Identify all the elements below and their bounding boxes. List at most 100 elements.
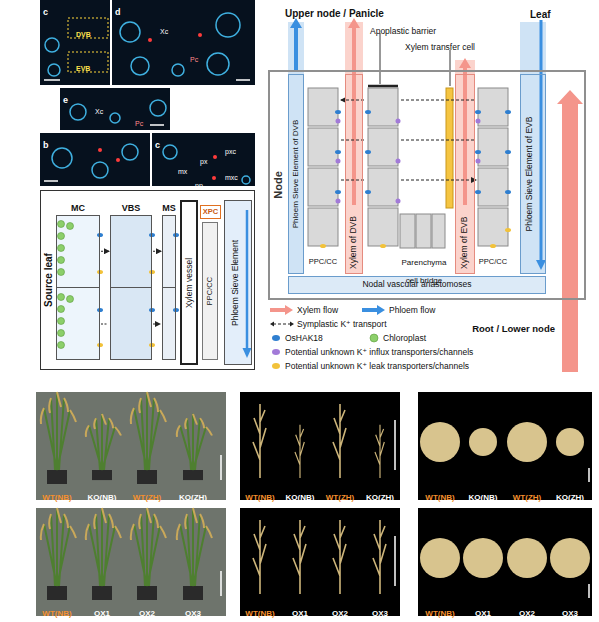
text-label: b bbox=[43, 140, 49, 150]
legend-swatch bbox=[368, 333, 380, 343]
label-frame: WT(NB) bbox=[245, 602, 274, 620]
legend-arrow bbox=[270, 305, 293, 315]
text-label: OX1 bbox=[475, 609, 491, 618]
text-label: KO(ZH) bbox=[179, 493, 207, 502]
text-frame: XPC bbox=[201, 206, 220, 218]
label-frame: mxc bbox=[225, 166, 238, 184]
node-label: MS bbox=[162, 204, 176, 214]
photo-ground bbox=[418, 392, 592, 500]
label-frame: c bbox=[43, 1, 48, 19]
legend-item: Symplastic K⁺ transport bbox=[270, 318, 387, 330]
text-label: WT(NB) bbox=[425, 493, 454, 502]
node-label: Source leaf bbox=[43, 253, 54, 307]
stain-dot bbox=[213, 155, 217, 159]
cell-label-box: PPC/CC bbox=[476, 252, 510, 272]
text-label: OX2 bbox=[519, 609, 535, 618]
transporter-icon bbox=[149, 233, 155, 237]
text-label: OX3 bbox=[185, 609, 201, 618]
transporter-icon bbox=[476, 159, 481, 164]
micrograph bbox=[40, 0, 110, 85]
label-frame: KO(NB) bbox=[469, 486, 498, 504]
transporter-icon bbox=[173, 308, 179, 312]
legend-item: Xylem flow bbox=[270, 304, 338, 316]
cell bbox=[368, 168, 398, 206]
connector bbox=[101, 251, 109, 252]
node-label: PPC/CC bbox=[206, 277, 214, 305]
legend-dot bbox=[370, 334, 378, 342]
panicle bbox=[375, 425, 384, 478]
text-label: Pc bbox=[190, 56, 198, 63]
node-label: Xylem vessel bbox=[184, 257, 193, 307]
transporter-icon bbox=[336, 199, 341, 204]
text-label: Xc bbox=[95, 108, 103, 115]
cell-walls bbox=[45, 13, 250, 184]
xylem-fill bbox=[345, 22, 363, 274]
phloem-flow-head bbox=[243, 348, 252, 358]
node-label: Phloem Sieve Element of EVB bbox=[525, 117, 534, 232]
rice-plant bbox=[86, 508, 121, 600]
legend-item: Phloem flow bbox=[362, 304, 435, 316]
scale-bars bbox=[221, 420, 589, 598]
cell bbox=[478, 128, 508, 166]
legend-text: Symplastic K⁺ transport bbox=[297, 319, 387, 329]
legend-swatch bbox=[270, 305, 294, 315]
bridge-cell bbox=[432, 214, 445, 248]
panicle bbox=[333, 404, 346, 478]
text-label: WT(NB) bbox=[42, 609, 71, 618]
chloroplast bbox=[67, 296, 74, 303]
text-label: c bbox=[43, 7, 48, 17]
legend-swatch bbox=[270, 347, 282, 357]
label-frame: pp bbox=[195, 174, 203, 192]
legend-text: OsHAK18 bbox=[285, 333, 323, 343]
label-frame: OX2 bbox=[519, 602, 535, 620]
label-frame: Apoplastic barrier bbox=[370, 20, 436, 38]
chloroplast bbox=[58, 257, 65, 264]
zoom-box bbox=[68, 18, 108, 38]
panicle bbox=[373, 520, 386, 594]
panicle bbox=[293, 520, 306, 594]
chloroplast bbox=[58, 342, 65, 349]
text-label: e bbox=[63, 95, 68, 105]
legend-dash bbox=[273, 324, 291, 325]
sieve-tube: Phloem Sieve Element of EVB bbox=[520, 74, 546, 274]
micrograph bbox=[112, 0, 255, 85]
photo-ground bbox=[36, 392, 226, 500]
cell-column: PPC/CC bbox=[202, 222, 218, 360]
transporter-icon bbox=[380, 244, 386, 248]
leak-icons bbox=[97, 270, 155, 347]
micrograph bbox=[152, 133, 255, 186]
stain-dot bbox=[116, 158, 120, 162]
seed-pile bbox=[550, 538, 590, 578]
label-frame: WT(ZH) bbox=[513, 486, 541, 504]
cell bbox=[368, 88, 398, 126]
cell bbox=[368, 128, 398, 166]
xylem-flow-head bbox=[459, 58, 471, 68]
transporter-icon bbox=[97, 270, 103, 274]
text-frame: Node bbox=[270, 72, 286, 298]
cell bbox=[368, 208, 398, 246]
text-frame: Xylem of EVB bbox=[456, 75, 474, 273]
label-frame: WT(NB) bbox=[42, 602, 71, 620]
text-label: WT(NB) bbox=[245, 493, 274, 502]
cell bbox=[308, 128, 338, 166]
transporter-icon bbox=[336, 119, 341, 124]
sieve-tube: Phloem Sieve Element bbox=[224, 200, 252, 365]
legend-item: Chloroplast bbox=[368, 332, 426, 344]
label-frame: Pc bbox=[135, 112, 143, 130]
label-frame: OX1 bbox=[94, 602, 110, 620]
zoom-box bbox=[68, 52, 108, 72]
node-label: Xylem of EVB bbox=[460, 217, 469, 269]
label-frame: KO(ZH) bbox=[179, 486, 207, 504]
label-frame: OX3 bbox=[185, 602, 201, 620]
label-frame: px bbox=[200, 150, 207, 168]
cell-wall bbox=[52, 148, 72, 168]
xylem-flow-head bbox=[348, 18, 360, 28]
text-label: OX3 bbox=[372, 609, 388, 618]
label-frame: WT(NB) bbox=[425, 602, 454, 620]
sieve-fill bbox=[224, 200, 252, 365]
label-frame: OX2 bbox=[332, 602, 348, 620]
cell-dividers bbox=[56, 287, 176, 288]
text-label: WT(NB) bbox=[42, 493, 71, 502]
stain-dot bbox=[212, 176, 216, 180]
node-label: Xylem of DVB bbox=[349, 216, 358, 269]
